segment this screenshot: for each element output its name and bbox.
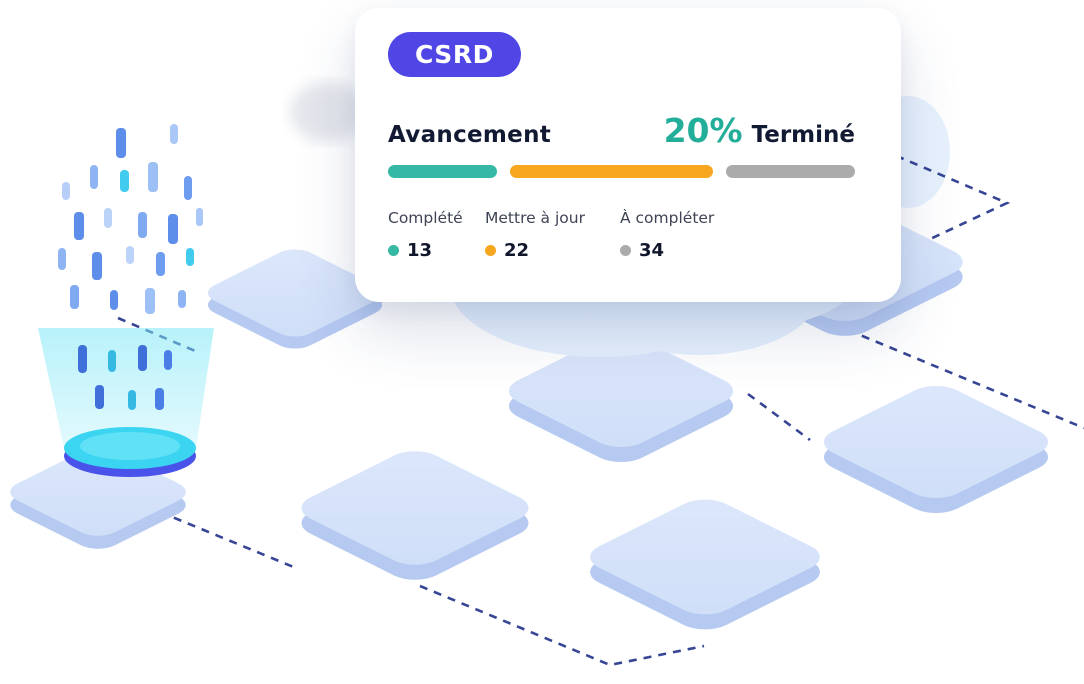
stat-label: Mettre à jour [485, 209, 585, 227]
progress-bar [388, 165, 855, 178]
progress-header: Avancement 20% Terminé [388, 111, 855, 150]
stat-value: 13 [407, 240, 433, 261]
progress-percent: 20% [663, 111, 743, 150]
progress-percent-group: 20% Terminé [664, 111, 855, 150]
stat-label: Complété [388, 209, 463, 227]
iso-tile-center [508, 334, 734, 463]
hologram-projector [38, 328, 214, 477]
stat-update: Mettre à jour 22 [485, 209, 620, 261]
stat-todo: À compléter 34 [620, 209, 714, 261]
progress-segment-todo [726, 165, 855, 178]
dashed-connectors [117, 101, 1084, 667]
hologram-disc-highlight [80, 432, 180, 460]
iso-tile-right [823, 385, 1049, 514]
cloud-tail [585, 296, 652, 348]
progress-stats: Complété 13 Mettre à jour 22 À compléter… [388, 209, 714, 261]
progress-status: Terminé [751, 122, 855, 148]
data-particles [58, 124, 203, 410]
iso-tile-bottom-center [590, 499, 820, 630]
todo-dot-icon [620, 245, 631, 256]
update-dot-icon [485, 245, 496, 256]
progress-segment-update [510, 165, 713, 178]
cloud-shadow [290, 82, 366, 142]
stat-value: 22 [504, 240, 530, 261]
complete-dot-icon [388, 245, 399, 256]
dashed-connector-center-right [747, 392, 811, 442]
iso-tile-upper-left [207, 249, 383, 349]
stat-value-row: 22 [485, 240, 620, 261]
stat-value: 34 [639, 240, 665, 261]
dashed-connector-top-right [771, 101, 1011, 243]
iso-tile-lower-left [301, 451, 529, 580]
progress-title: Avancement [388, 122, 552, 148]
progress-card: CSRD Avancement 20% Terminé Complété 13 [355, 8, 901, 302]
stat-value-row: 13 [388, 240, 485, 261]
dashed-connector-right [847, 328, 1084, 430]
stat-value-row: 34 [620, 240, 714, 261]
csrd-badge: CSRD [388, 32, 521, 77]
stat-complete: Complété 13 [388, 209, 485, 261]
progress-segment-complete [388, 165, 497, 178]
stat-label: À compléter [620, 209, 715, 227]
dashed-connector-lower-left [159, 510, 297, 570]
